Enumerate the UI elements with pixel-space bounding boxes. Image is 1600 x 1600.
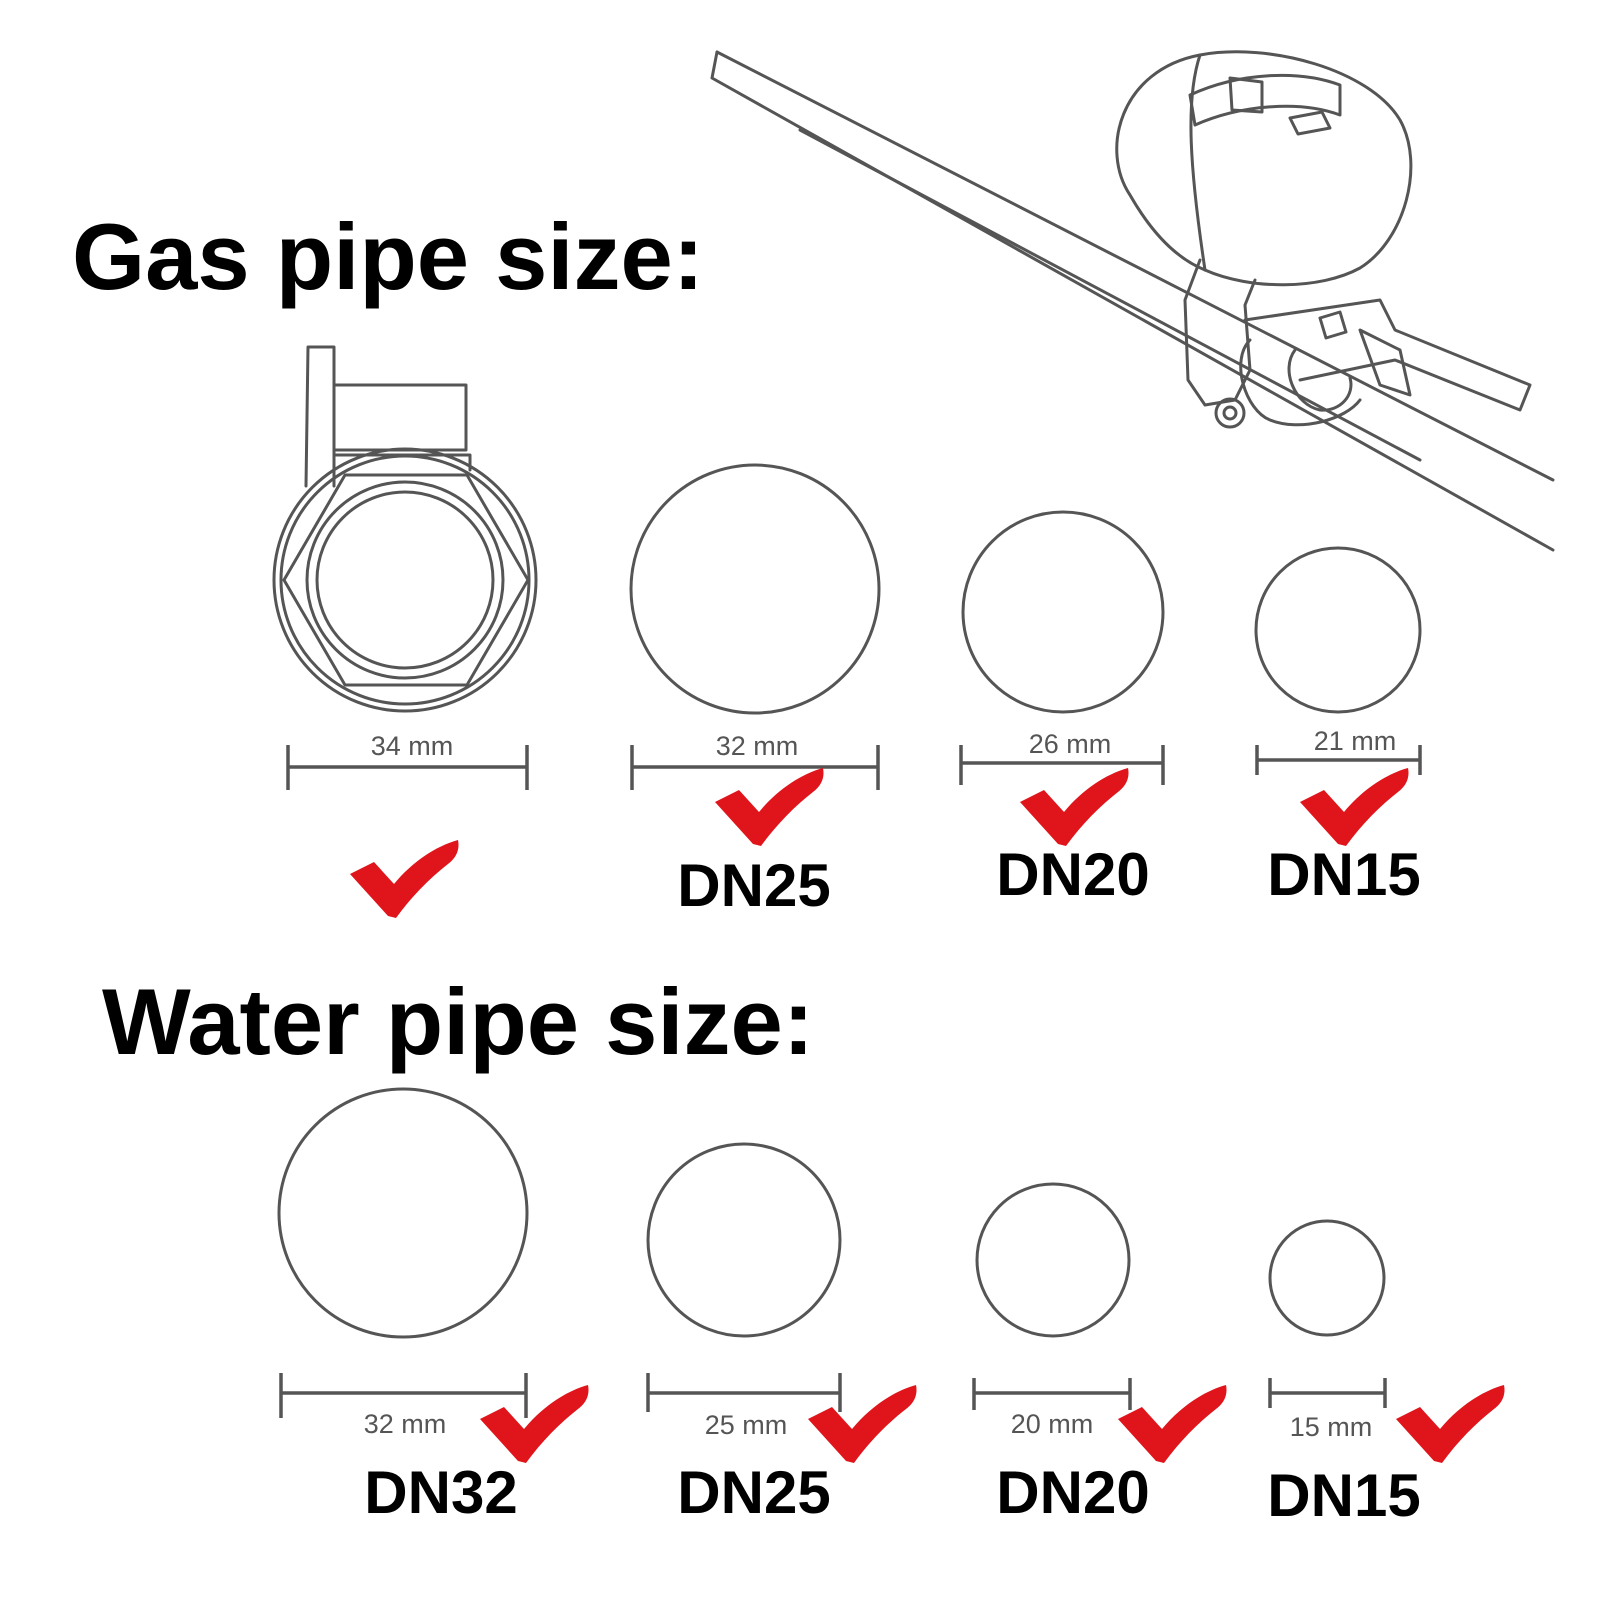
gas-size-label-0: 34 mm [371,731,454,761]
clamp-plate [1358,328,1412,397]
pipe-highlight-line [798,128,1422,462]
water-size-label-1: 25 mm [705,1410,788,1440]
actuator-seam [1189,53,1207,272]
red-checkmark-icon [480,1385,589,1463]
fitting-hex-nut [282,473,530,687]
valve-actuator-illustration [710,50,1555,552]
water-dn-label-0: DN32 [364,1459,517,1526]
actuator-housing [1115,50,1413,287]
gas-dn-label-1: DN25 [677,852,830,919]
gas-pipe-circle-3 [1254,546,1422,714]
actuator-buckle [1228,76,1264,114]
water-size-label-3: 15 mm [1290,1412,1373,1442]
pipe-outline-bottom [710,50,1555,552]
water-size-label-0: 32 mm [364,1409,447,1439]
gas-dimension-3: 21 mm [1255,726,1422,775]
water-section-title: Water pipe size: [102,969,814,1074]
water-dn-label-2: DN20 [996,1459,1149,1526]
water-pipe-circle-1 [646,1142,842,1338]
water-dn-label-3: DN15 [1267,1462,1420,1529]
actuator-tab [1288,110,1332,136]
fitting-lever [304,345,336,488]
water-dimension-2: 20 mm [972,1378,1132,1439]
red-checkmark-icon [1020,768,1129,846]
gas-dimension-0: 34 mm [286,731,529,790]
gas-size-label-2: 26 mm [1029,729,1112,759]
gas-fitting-drawing [272,345,538,713]
water-dimension-1: 25 mm [646,1373,842,1440]
clamp-bolt [1214,397,1246,429]
clamp-bolt-center [1222,405,1238,421]
water-size-label-2: 20 mm [1011,1409,1094,1439]
water-pipe-circle-2 [975,1182,1131,1338]
gas-pipe-circle-1 [629,463,881,715]
red-checkmark-icon [1300,768,1409,846]
pipe-outline-top [715,50,1555,482]
gas-pipe-circle-2 [961,510,1165,714]
valve-nut [1287,348,1353,412]
mount-arm [1243,298,1532,412]
red-checkmark-icon [1118,1385,1227,1463]
water-pipe-circle-0 [277,1087,529,1339]
red-checkmark-icon [350,840,459,918]
gas-dimension-2: 26 mm [959,729,1165,785]
actuator-strap [1188,73,1342,127]
gas-dn-label-3: DN15 [1267,841,1420,908]
gas-size-label-3: 21 mm [1314,726,1397,756]
valve-stem [1318,310,1348,340]
water-dimension-3: 15 mm [1268,1378,1387,1442]
gas-section-title: Gas pipe size: [72,204,704,309]
ball-valve-body [1239,338,1362,427]
fitting-bore-inner [315,490,495,670]
gas-dimension-1: 32 mm [630,731,880,790]
gas-dn-label-2: DN20 [996,841,1149,908]
red-checkmark-icon [715,768,824,846]
fitting-bore-outer [305,480,505,680]
red-checkmark-icon [808,1385,917,1463]
red-checkmark-icon [1396,1385,1505,1463]
water-dimension-0: 32 mm [279,1373,528,1439]
water-dn-label-1: DN25 [677,1459,830,1526]
fitting-bracket [332,383,468,452]
fitting-outer-ring [272,447,538,713]
gas-size-label-1: 32 mm [716,731,799,761]
water-pipe-circle-3 [1268,1219,1386,1337]
